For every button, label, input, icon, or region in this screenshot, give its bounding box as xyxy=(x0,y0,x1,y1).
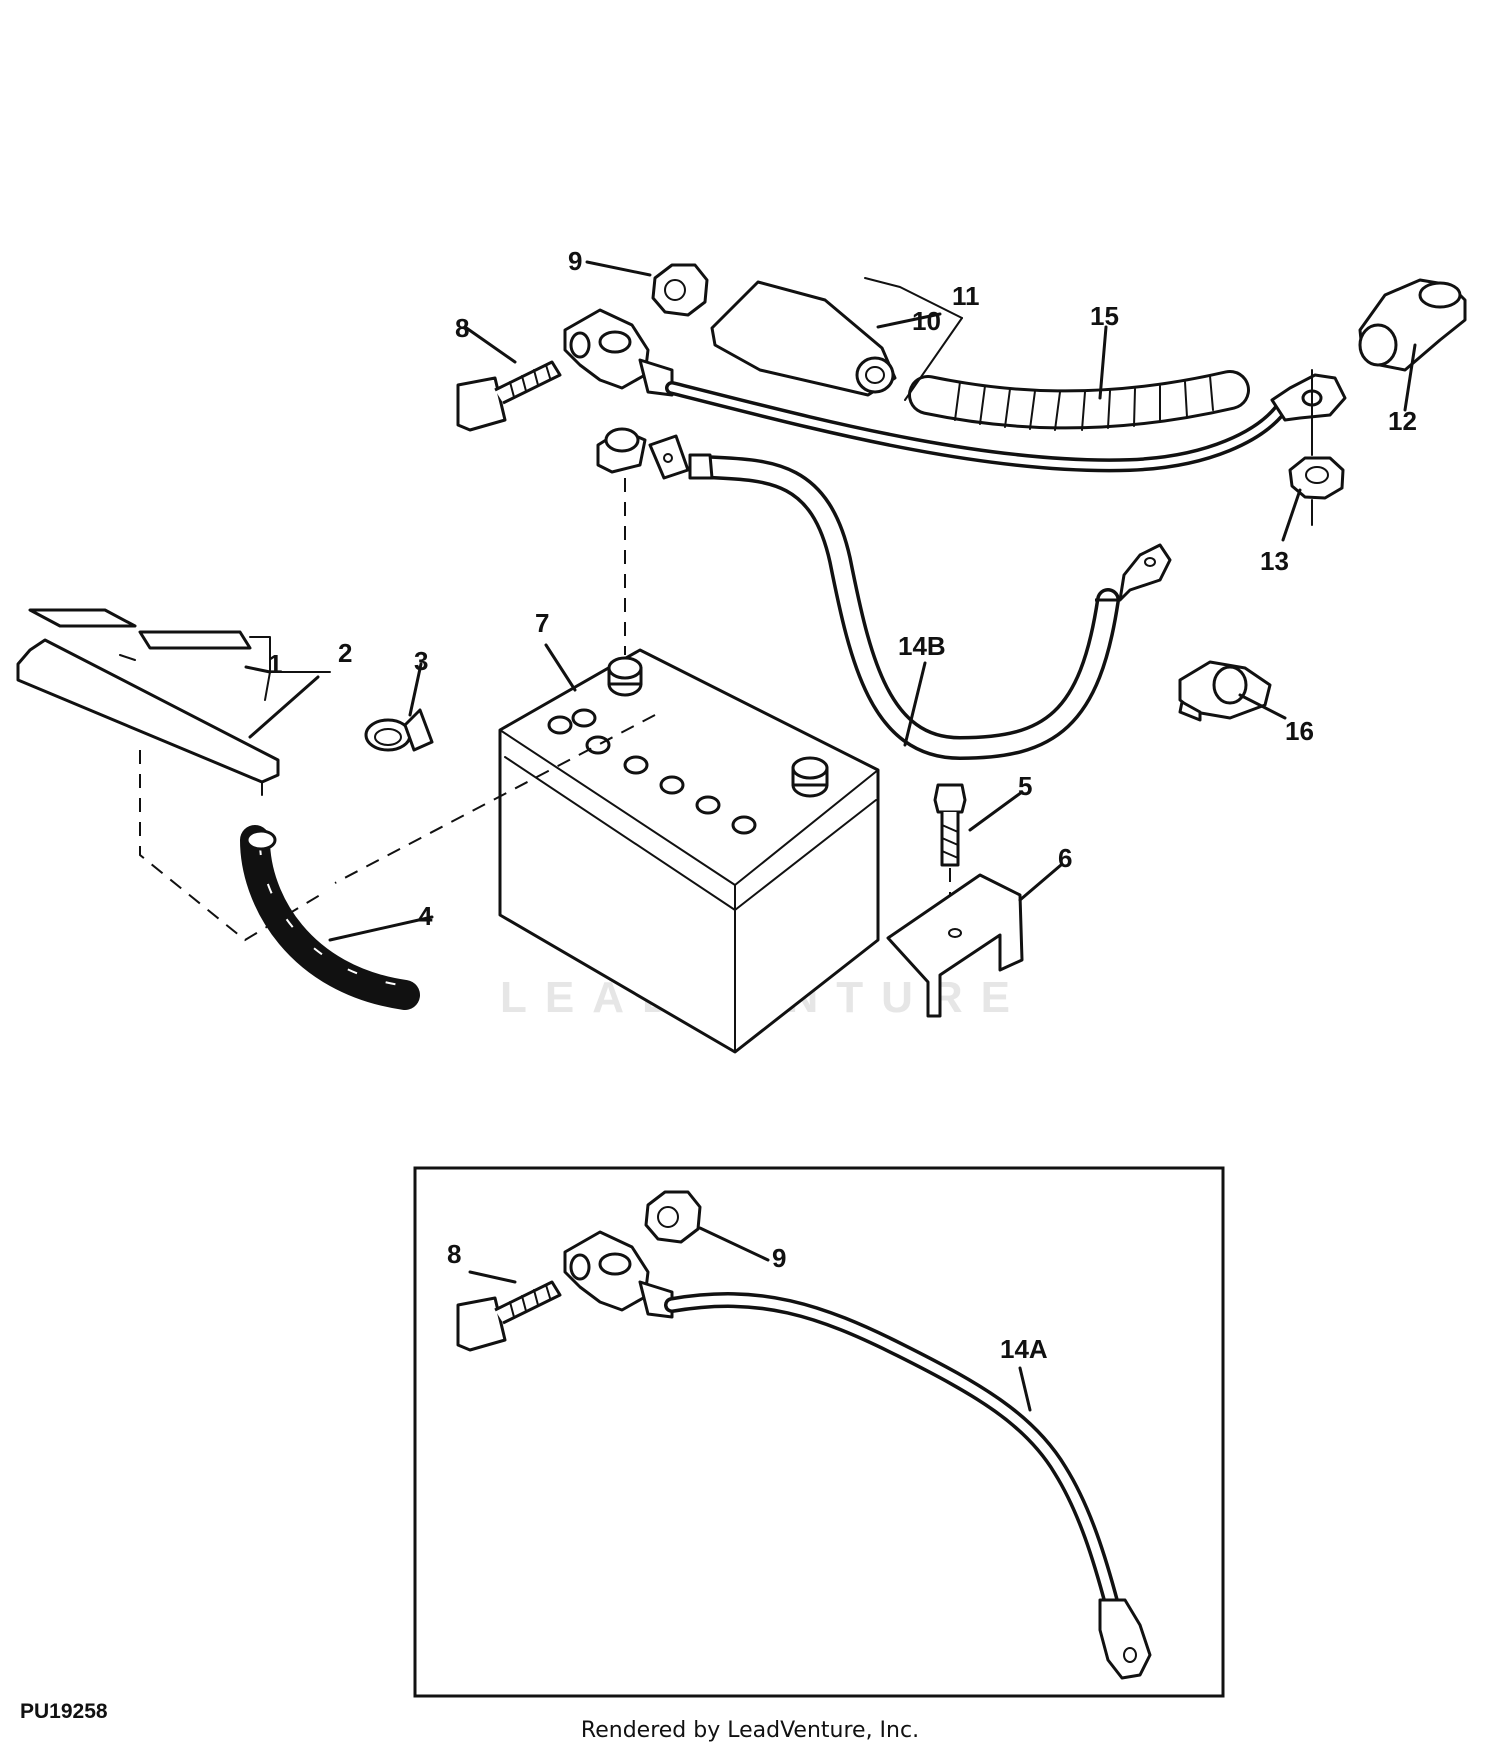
part-1-pad xyxy=(28,608,252,650)
part-14b-cable xyxy=(596,427,1172,761)
inset-part-14a-cable xyxy=(664,1292,1152,1680)
callout-9: 9 xyxy=(568,246,582,276)
part-12-terminal-cover xyxy=(1358,278,1467,372)
part-7-battery xyxy=(498,648,880,1054)
part-3-clamp xyxy=(364,708,434,752)
credit-line: Rendered by LeadVenture, Inc. xyxy=(580,1718,920,1743)
part-10-boot xyxy=(710,280,897,397)
part-11-positive-cable xyxy=(665,373,1347,473)
battery-positive-terminal-clamp xyxy=(563,308,674,397)
callout-14b: 14B xyxy=(898,631,946,661)
callout-4: 4 xyxy=(418,901,433,931)
callout-5: 5 xyxy=(1018,771,1032,801)
part-2-strap xyxy=(16,638,280,784)
inset-leader-lines xyxy=(468,1226,1032,1412)
callout-12: 12 xyxy=(1388,406,1417,436)
part-4-hose xyxy=(240,825,420,1010)
callout-7: 7 xyxy=(535,608,549,638)
callout-11: 11 xyxy=(952,281,980,311)
battery-terminal-positive xyxy=(791,756,829,798)
callout-8: 8 xyxy=(455,313,469,343)
strap-dashed-line xyxy=(139,750,321,942)
part-8-carriage-bolt xyxy=(456,360,562,432)
figure-id: PU19258 xyxy=(20,1700,108,1723)
part-16-clip xyxy=(1178,660,1272,722)
callout-2: 2 xyxy=(338,638,352,668)
callout-16: 16 xyxy=(1285,716,1314,746)
part-9-nut xyxy=(651,263,709,317)
battery-caps xyxy=(547,708,757,835)
inset-callout-14a: 14A xyxy=(1000,1334,1048,1364)
inset-frame xyxy=(413,1166,1225,1698)
part-6-bracket xyxy=(886,873,1024,1018)
inset-part-8-bolt xyxy=(456,1280,562,1352)
callout-3: 3 xyxy=(414,646,428,676)
callout-13: 13 xyxy=(1260,546,1289,576)
inset-part-9-nut xyxy=(644,1190,702,1244)
battery-terminal-negative xyxy=(607,656,643,697)
callout-10: 10 xyxy=(912,306,941,336)
inset-callout-9: 9 xyxy=(772,1243,786,1273)
part-13-nut xyxy=(1288,456,1345,500)
inset-callout-8: 8 xyxy=(447,1239,461,1269)
part-5-bolt xyxy=(933,783,967,867)
part-15-loom xyxy=(908,370,1250,431)
callout-6: 6 xyxy=(1058,843,1072,873)
leader-lines xyxy=(244,260,1417,942)
callout-15: 15 xyxy=(1090,301,1119,331)
callout-1: 1 xyxy=(268,649,282,679)
inset-terminal-clamp xyxy=(563,1230,674,1319)
